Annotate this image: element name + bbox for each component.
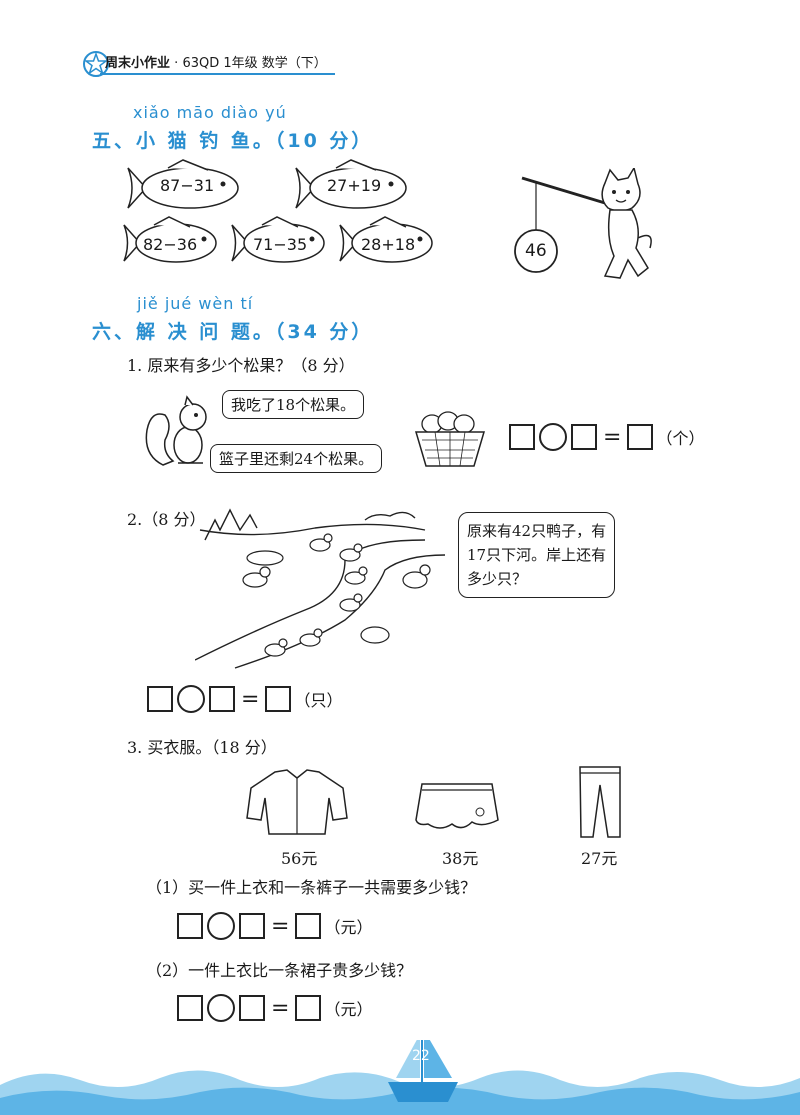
operator-circle[interactable]: [207, 994, 235, 1022]
section5-pinyin: xiǎo māo diào yú: [133, 103, 287, 122]
operator-circle[interactable]: [539, 423, 567, 451]
price-label: 27元: [581, 849, 618, 868]
equals-sign: =: [271, 995, 290, 1021]
answer-box[interactable]: [571, 424, 597, 450]
question-2-label: 2.（8 分）: [127, 510, 206, 529]
equals-sign: =: [603, 424, 622, 450]
cat-fishing-icon: [521, 168, 652, 279]
header-grade: 1年级: [223, 56, 258, 71]
answer-box[interactable]: [209, 686, 235, 712]
operator-circle[interactable]: [177, 685, 205, 713]
subquestion-1: （1）买一件上衣和一条裤子一共需要多少钱？: [146, 878, 477, 897]
subquestion-2: （2）一件上衣比一条裙子贵多少钱？: [146, 961, 413, 980]
answer-box[interactable]: [295, 995, 322, 1021]
speech-bubble: 篮子里还剩24个松果。: [210, 444, 383, 473]
hook-value: 46: [525, 241, 547, 261]
question-3-label: 3. 买衣服。（18 分）: [127, 738, 277, 757]
logo-icon: [83, 51, 109, 77]
header-rule: [100, 73, 335, 75]
fish-expression: 71−35: [253, 235, 308, 254]
header-code: 63QD: [182, 56, 220, 71]
section5-title: 五、小 猫 钓 鱼。（10 分）: [92, 130, 374, 152]
squirrel-icon: [145, 395, 207, 466]
page-header: 周末小作业 · 63QD 1年级 数学（下）: [105, 52, 327, 71]
answer-box[interactable]: [177, 913, 203, 939]
fish-icon: [295, 159, 407, 209]
speech-bubble: 我吃了18个松果。: [222, 390, 365, 419]
unit-label: （个）: [656, 429, 705, 448]
fish-icon: [127, 159, 239, 209]
fish-group: [123, 159, 433, 263]
operator-circle[interactable]: [207, 912, 235, 940]
fish-expression: 27+19: [327, 176, 382, 195]
jacket-icon: [246, 769, 348, 835]
section6-pinyin: jiě jué wèn tí: [137, 294, 254, 313]
section6-title: 六、解 决 问 题。（34 分）: [92, 321, 374, 343]
footer-waves: [0, 1040, 800, 1115]
bubble-text: 我吃了18个松果。: [231, 396, 356, 414]
header-separator: ·: [174, 56, 179, 71]
answer-box[interactable]: [239, 995, 265, 1021]
bubble-text: 篮子里还剩24个松果。: [219, 450, 374, 468]
unit-label: （元）: [324, 918, 373, 937]
answer-box[interactable]: [509, 424, 535, 450]
hook-circle: [514, 229, 558, 273]
answer-box[interactable]: [147, 686, 173, 712]
river-scene-icon: [195, 508, 446, 669]
question-1-label: 1. 原来有多少个松果？（8 分）: [127, 356, 355, 375]
bubble-text: 17只下河。岸上还有: [467, 546, 607, 564]
fish-icon: [339, 216, 433, 263]
answer-formula: = （只）: [147, 685, 342, 713]
answer-formula: = （元）: [177, 912, 372, 940]
pants-icon: [579, 766, 621, 838]
header-brand: 周末小作业: [105, 56, 171, 71]
answer-box[interactable]: [295, 913, 322, 939]
header-subject: 数学（下）: [261, 56, 327, 71]
boat-icon: [388, 1040, 458, 1102]
price-label: 38元: [442, 849, 479, 868]
fish-icon: [231, 216, 325, 263]
bubble-text: 多少只？: [467, 570, 528, 588]
speech-bubble: 原来有42只鸭子，有 17只下河。岸上还有 多少只？: [458, 512, 616, 598]
page-number: 22: [412, 1048, 430, 1064]
answer-formula: = （元）: [177, 994, 372, 1022]
fish-icon: [123, 216, 217, 263]
unit-label: （元）: [324, 1000, 373, 1019]
fish-expression: 82−36: [143, 235, 198, 254]
bubble-text: 原来有42只鸭子，有: [467, 522, 607, 540]
equals-sign: =: [271, 913, 290, 939]
fish-expression: 87−31: [160, 176, 215, 195]
answer-formula: = （个）: [509, 423, 704, 451]
skirt-icon: [415, 783, 499, 829]
answer-box[interactable]: [177, 995, 203, 1021]
fish-expression: 28+18: [361, 235, 416, 254]
equals-sign: =: [241, 686, 260, 712]
basket-icon: [414, 411, 486, 467]
price-label: 56元: [281, 849, 318, 868]
answer-box[interactable]: [265, 686, 292, 712]
answer-box[interactable]: [627, 424, 654, 450]
answer-box[interactable]: [239, 913, 265, 939]
unit-label: （只）: [294, 691, 343, 710]
